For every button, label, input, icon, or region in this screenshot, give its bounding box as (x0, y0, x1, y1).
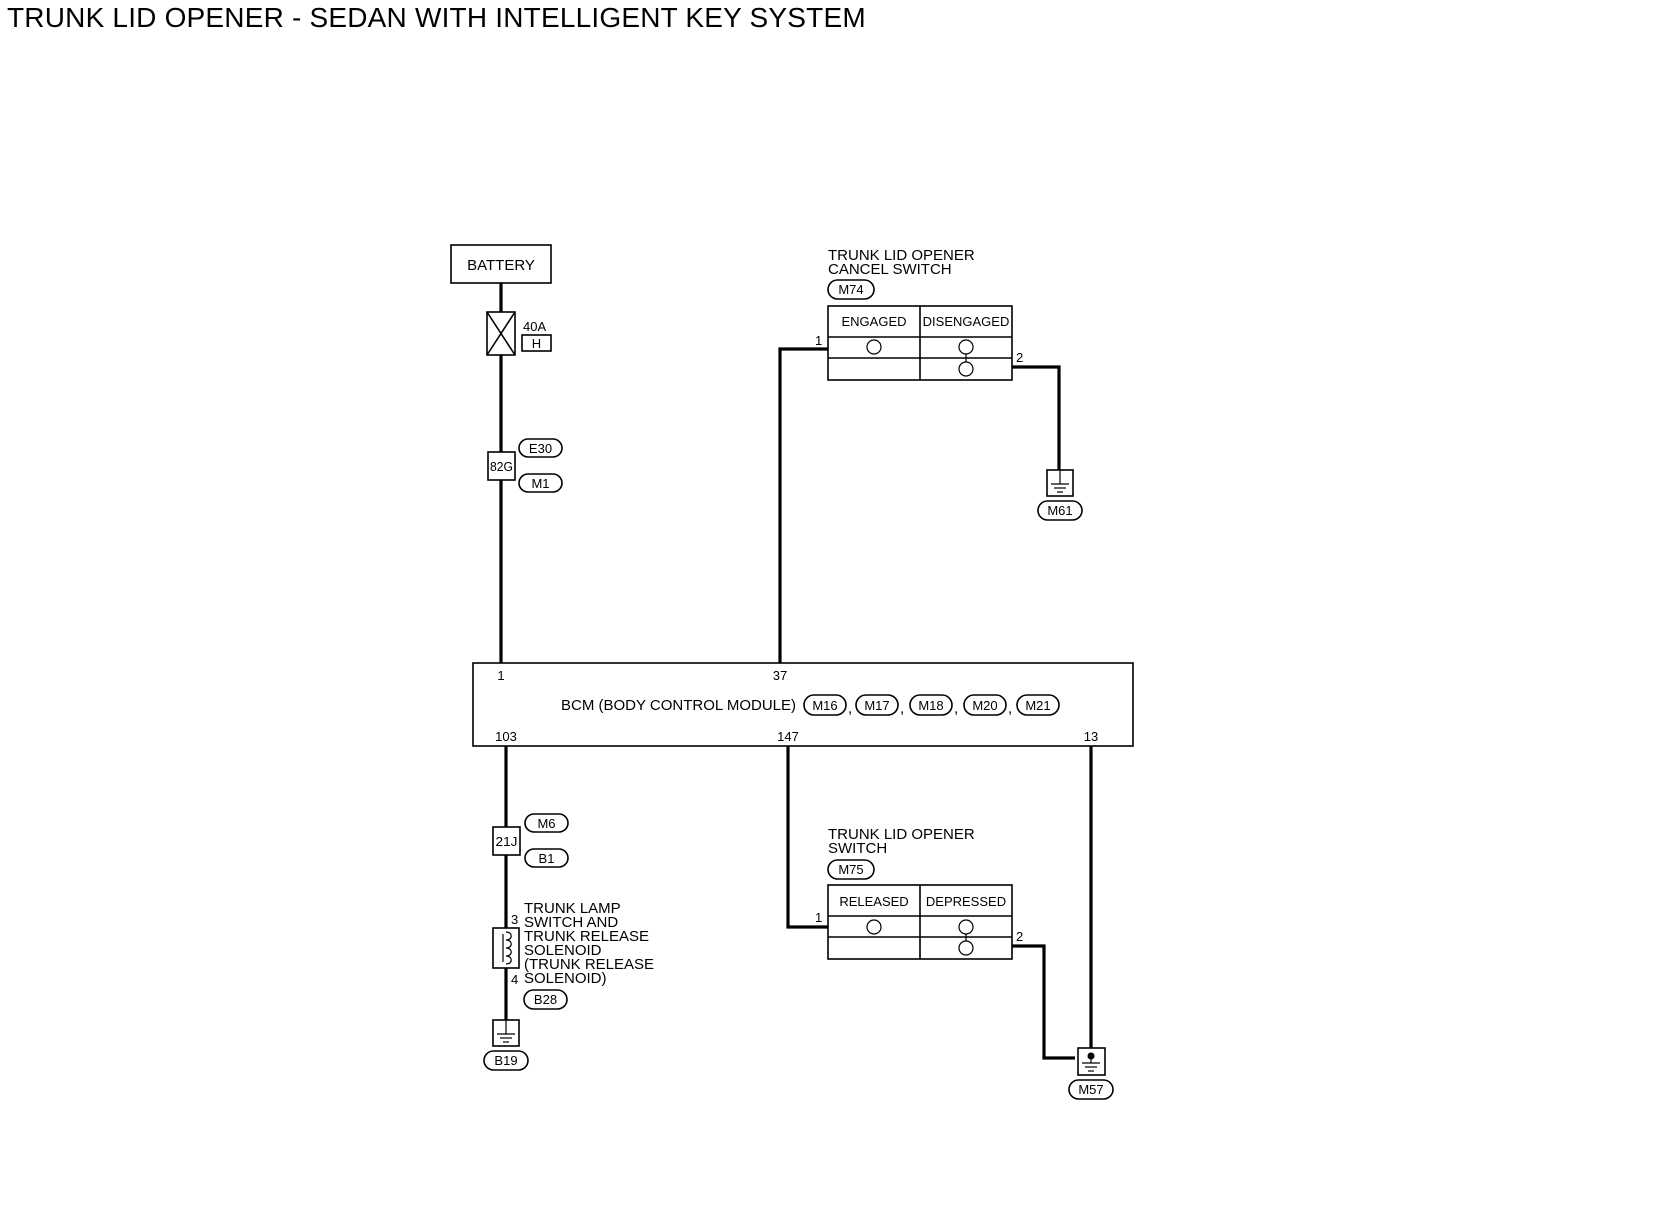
fuse-rating: 40A (523, 319, 546, 334)
bcm: 1 37 103 147 13 BCM (BODY CONTROL MODULE… (472, 662, 1134, 747)
wire-opener-switch-ground (1010, 944, 1075, 1060)
page-title: TRUNK LID OPENER - SEDAN WITH INTELLIGEN… (7, 2, 866, 33)
fuse-40a: 40A H (486, 311, 552, 356)
wire-bcm37-cancel-switch (778, 347, 828, 663)
connector-b1: B1 (539, 851, 555, 866)
joint-21j: 21J M6 B1 (492, 813, 569, 868)
cancel-switch: TRUNK LID OPENER CANCEL SWITCH M74 ENGAG… (815, 247, 1023, 381)
bcm-sep-3: , (954, 700, 958, 717)
bcm-pin-1: 1 (497, 668, 504, 683)
connector-m20: M20 (972, 698, 997, 713)
connector-e30: E30 (529, 441, 552, 456)
opener-switch-col-released: RELEASED (839, 894, 908, 909)
cancel-switch-col-engaged: ENGAGED (841, 314, 906, 329)
joint-82g: 82G E30 M1 (487, 438, 563, 493)
ground-m57-label: M57 (1078, 1082, 1103, 1097)
cancel-switch-pin2: 2 (1016, 350, 1023, 365)
cancel-switch-name-line1: TRUNK LID OPENER (828, 247, 975, 264)
battery-label: BATTERY (467, 257, 535, 274)
bcm-label: BCM (BODY CONTROL MODULE) (561, 697, 796, 714)
solenoid-pin3: 3 (511, 912, 518, 927)
wire-bcm147-opener-switch (786, 746, 828, 929)
connector-m6: M6 (537, 816, 555, 831)
solenoid-name-line4: SOLENOID (524, 942, 602, 959)
connector-m1: M1 (531, 476, 549, 491)
fuse-location: H (532, 336, 541, 351)
solenoid-name-line6: SOLENOID) (524, 970, 607, 987)
bcm-pin-13: 13 (1084, 729, 1098, 744)
connector-b28: B28 (534, 992, 557, 1007)
connector-m74: M74 (838, 282, 863, 297)
ground-m57: M57 (1068, 1047, 1114, 1100)
bcm-pin-147: 147 (777, 729, 799, 744)
ground-m61-label: M61 (1047, 503, 1072, 518)
cancel-switch-col-disengaged: DISENGAGED (923, 314, 1010, 329)
cancel-switch-name-line2: CANCEL SWITCH (828, 261, 952, 278)
bcm-sep-2: , (900, 700, 904, 717)
solenoid-name-line5: (TRUNK RELEASE (524, 956, 654, 973)
bcm-sep-4: , (1008, 700, 1012, 717)
solenoid-name-line2: SWITCH AND (524, 914, 618, 931)
ground-b19-label: B19 (494, 1053, 517, 1068)
wires (499, 283, 1093, 1060)
opener-switch-name-line2: SWITCH (828, 840, 887, 857)
connector-m16: M16 (812, 698, 837, 713)
bcm-pin-37: 37 (773, 668, 787, 683)
opener-switch-pin1: 1 (815, 910, 822, 925)
bcm-sep-1: , (848, 700, 852, 717)
battery: BATTERY (450, 244, 552, 284)
ground-m61: M61 (1037, 469, 1083, 521)
bcm-pin-103: 103 (495, 729, 517, 744)
ground-b19: B19 (483, 1019, 529, 1071)
opener-switch-pin2: 2 (1016, 929, 1023, 944)
connector-m21: M21 (1025, 698, 1050, 713)
wire-cancel-switch-ground (1010, 365, 1061, 470)
solenoid-name-line1: TRUNK LAMP (524, 900, 621, 917)
opener-switch-name-line1: TRUNK LID OPENER (828, 826, 975, 843)
connector-m75: M75 (838, 862, 863, 877)
solenoid-name-line3: TRUNK RELEASE (524, 928, 649, 945)
trunk-release-solenoid: 3 4 TRUNK LAMP SWITCH AND TRUNK RELEASE … (492, 900, 654, 1010)
cancel-switch-pin1: 1 (815, 333, 822, 348)
opener-switch-col-depressed: DEPRESSED (926, 894, 1006, 909)
joint-21j-label: 21J (496, 834, 518, 849)
solenoid-pin4: 4 (511, 972, 518, 987)
connector-m18: M18 (918, 698, 943, 713)
opener-switch: TRUNK LID OPENER SWITCH M75 RELEASED DEP… (815, 826, 1023, 960)
connector-m17: M17 (864, 698, 889, 713)
joint-82g-label: 82G (490, 459, 513, 474)
